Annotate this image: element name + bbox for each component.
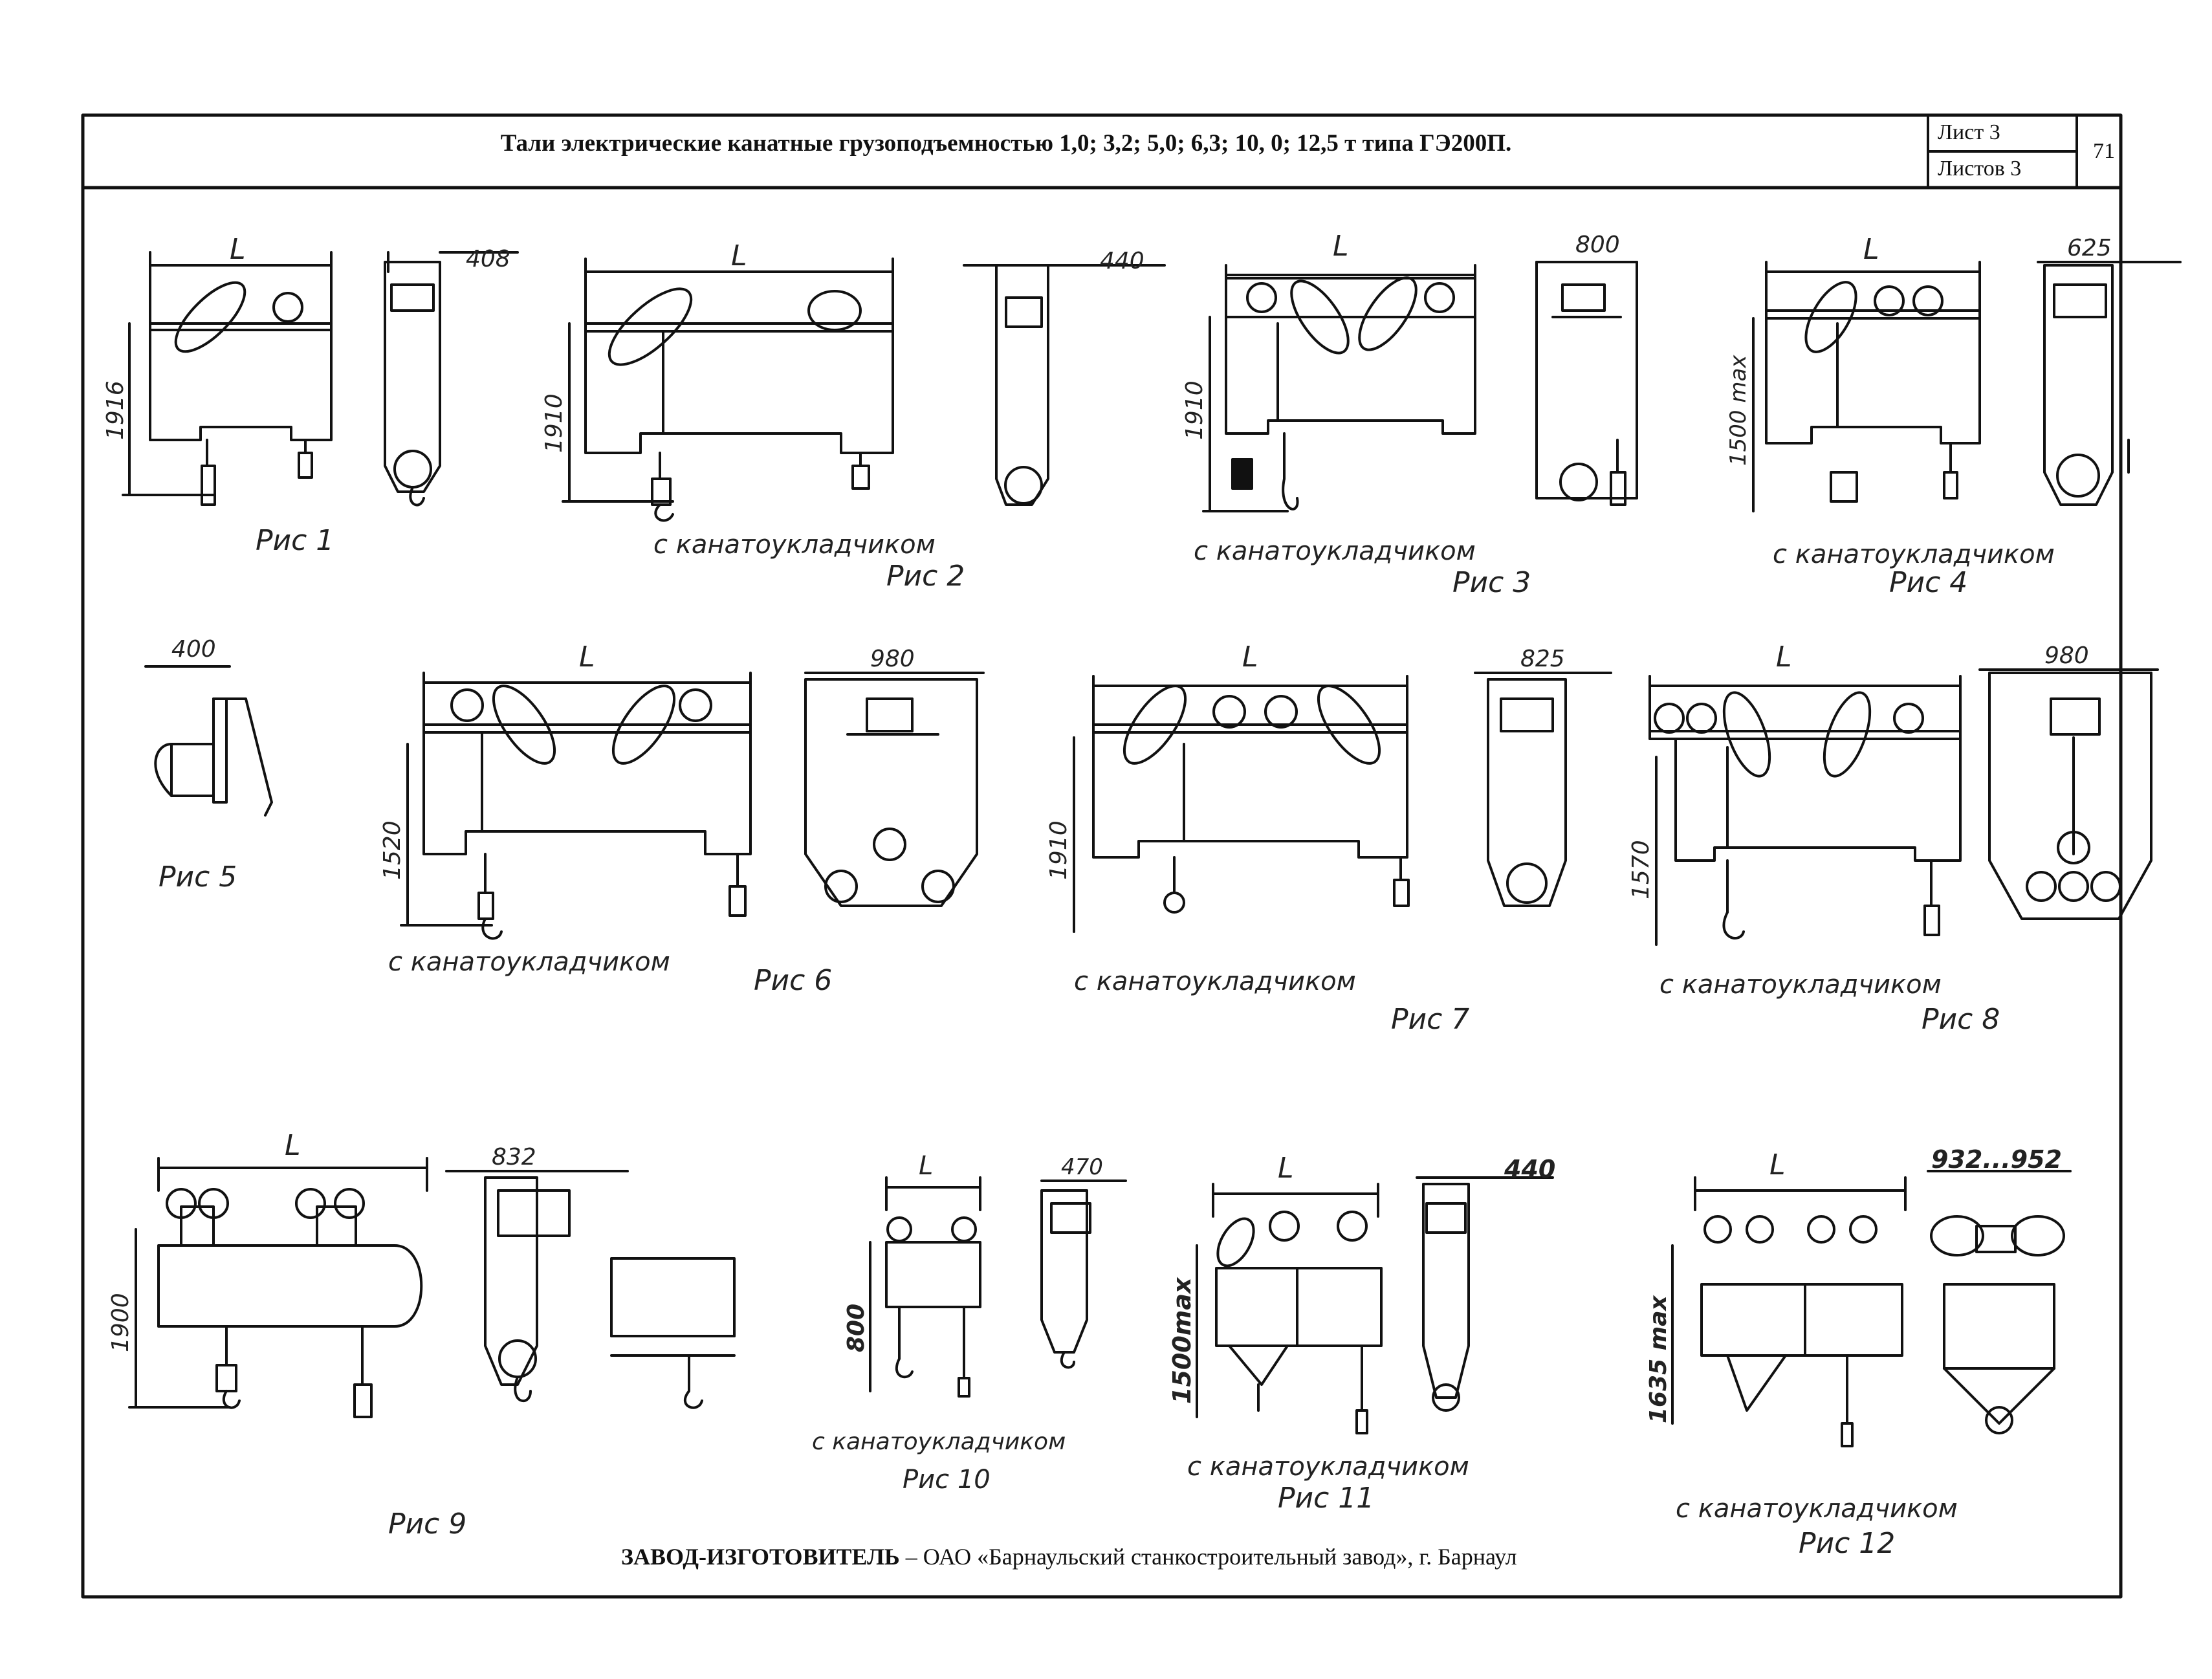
fig6-dim-w: 980 bbox=[870, 646, 915, 672]
fig2-caption: Рис 2 bbox=[886, 560, 965, 593]
fig12-caption: Рис 12 bbox=[1799, 1527, 1895, 1560]
fig3-dim-w: 800 bbox=[1575, 232, 1620, 258]
fig6-note: с канатоукладчиком bbox=[388, 947, 670, 977]
fig4-caption: Рис 4 bbox=[1889, 566, 1967, 599]
fig12-dim-L: L bbox=[1769, 1148, 1786, 1181]
sheets-count-label: Листов 3 bbox=[1938, 157, 2022, 181]
fig9-caption: Рис 9 bbox=[388, 1508, 466, 1541]
fig11-dim-h: 1500max bbox=[1168, 1277, 1196, 1404]
fig5-dim-w: 400 bbox=[171, 636, 216, 663]
figure-3-drawing bbox=[1202, 261, 1638, 512]
fig12-dim-w: 932...952 bbox=[1931, 1145, 2062, 1174]
fig10-caption: Рис 10 bbox=[903, 1465, 991, 1495]
fig1-dim-h: 1916 bbox=[102, 380, 129, 440]
fig6-dim-h: 1520 bbox=[379, 820, 406, 880]
fig6-dim-L: L bbox=[579, 641, 595, 674]
fig11-note: с канатоукладчиком bbox=[1187, 1452, 1469, 1482]
fig10-dim-w: 470 bbox=[1061, 1154, 1103, 1180]
fig11-caption: Рис 11 bbox=[1278, 1482, 1374, 1515]
fig4-dim-L: L bbox=[1863, 233, 1879, 266]
fig1-dim-w: 408 bbox=[466, 246, 510, 272]
fig7-note: с канатоукладчиком bbox=[1074, 967, 1356, 996]
fig7-dim-w: 825 bbox=[1520, 646, 1565, 672]
figure-2-drawing bbox=[562, 258, 1166, 522]
fig2-dim-h: 1910 bbox=[541, 393, 567, 453]
fig8-dim-L: L bbox=[1776, 641, 1792, 674]
fig7-dim-L: L bbox=[1242, 641, 1258, 674]
fig9-dim-L: L bbox=[285, 1129, 301, 1162]
fig11-dim-L: L bbox=[1278, 1152, 1294, 1185]
fig12-note: с канатоукладчиком bbox=[1676, 1494, 1958, 1524]
fig3-caption: Рис 3 bbox=[1452, 566, 1531, 599]
fig8-caption: Рис 8 bbox=[1922, 1003, 2000, 1036]
figure-10-drawing bbox=[869, 1176, 1127, 1398]
fig3-dim-L: L bbox=[1333, 230, 1349, 263]
fig5-caption: Рис 5 bbox=[159, 861, 237, 894]
figure-12-drawing bbox=[1671, 1170, 2072, 1447]
figure-11-drawing bbox=[1196, 1176, 1554, 1434]
figure-4-drawing bbox=[1752, 261, 2182, 512]
fig3-dim-h: 1910 bbox=[1181, 380, 1208, 440]
fig8-dim-h: 1570 bbox=[1628, 840, 1654, 899]
fig12-dim-h: 1635 max bbox=[1645, 1294, 1672, 1423]
footer-label: ЗАВОД-ИЗГОТОВИТЕЛЬ bbox=[621, 1544, 900, 1570]
fig2-dim-L: L bbox=[731, 239, 747, 272]
figure-7-drawing bbox=[1073, 672, 1612, 933]
fig4-note: с канатоукладчиком bbox=[1773, 540, 2055, 569]
fig9-dim-w: 832 bbox=[492, 1144, 536, 1170]
fig8-dim-w: 980 bbox=[2044, 642, 2089, 669]
figure-1-drawing bbox=[122, 251, 519, 507]
figure-5-drawing bbox=[144, 665, 273, 817]
figure-6-drawing bbox=[400, 672, 985, 940]
figure-9-drawing bbox=[128, 1157, 736, 1418]
fig10-dim-h: 800 bbox=[843, 1304, 870, 1352]
fig4-dim-w: 625 bbox=[2067, 235, 2112, 261]
manufacturer-footer: ЗАВОД-ИЗГОТОВИТЕЛЬ – ОАО «Барнаульский с… bbox=[621, 1543, 1517, 1570]
sheet-label: Лист 3 bbox=[1938, 120, 2000, 144]
fig2-dim-w: 440 bbox=[1100, 248, 1144, 274]
sheet-frame bbox=[81, 113, 2123, 1599]
fig6-caption: Рис 6 bbox=[754, 964, 832, 997]
figure-8-drawing bbox=[1648, 668, 2159, 946]
page-title: Тали электрические канатные грузоподъемн… bbox=[500, 130, 1512, 157]
fig3-note: с канатоукладчиком bbox=[1194, 536, 1476, 566]
fig10-note: с канатоукладчиком bbox=[812, 1429, 1066, 1455]
fig7-caption: Рис 7 bbox=[1391, 1003, 1469, 1036]
fig2-note: с канатоукладчиком bbox=[653, 530, 936, 560]
fig1-caption: Рис 1 bbox=[256, 524, 334, 557]
fig4-dim-h: 1500 max bbox=[1725, 355, 1751, 466]
fig10-dim-L: L bbox=[919, 1151, 933, 1181]
fig9-dim-h: 1900 bbox=[107, 1293, 134, 1352]
fig1-dim-L: L bbox=[230, 233, 246, 266]
fig8-note: с канатоукладчиком bbox=[1659, 970, 1942, 1000]
fig11-dim-w: 440 bbox=[1504, 1155, 1555, 1183]
page-number: 71 bbox=[2093, 139, 2115, 163]
footer-text: – ОАО «Барнаульский станкостроительный з… bbox=[899, 1544, 1517, 1570]
fig7-dim-h: 1910 bbox=[1046, 820, 1072, 880]
